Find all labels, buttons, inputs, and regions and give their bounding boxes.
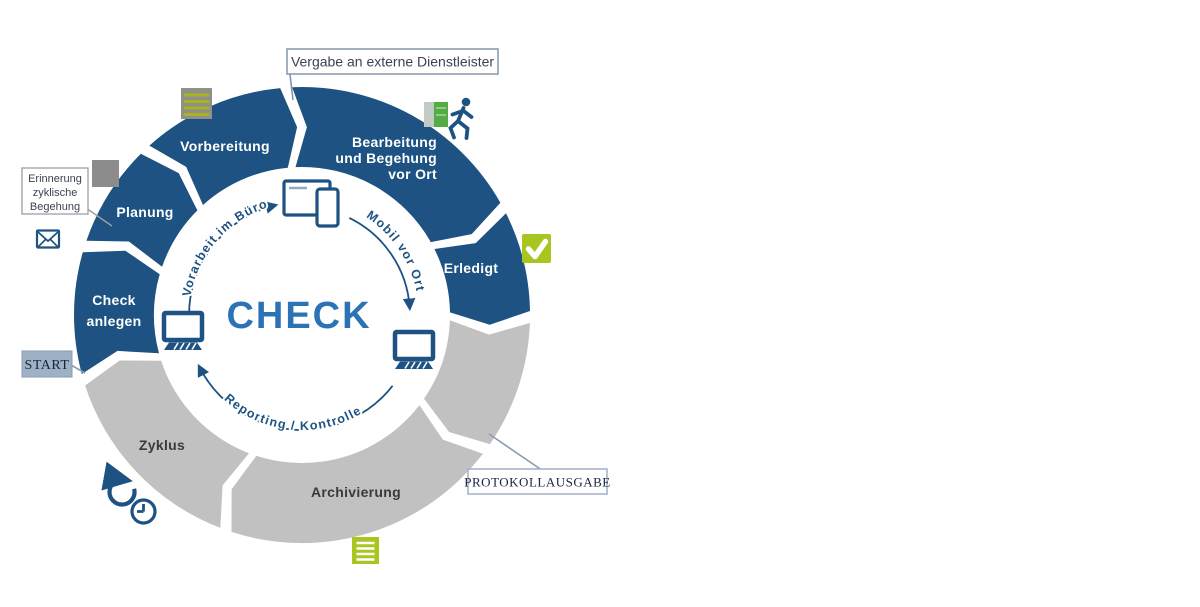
- erinnerung-line1: Erinnerung: [28, 173, 82, 185]
- tablet-phone-icon: [282, 179, 340, 228]
- label-erledigt: Erledigt: [444, 260, 499, 276]
- inner-flow: [188, 201, 416, 431]
- label-check-anlegen-line2: anlegen: [86, 313, 141, 329]
- planung-square-icon: [92, 160, 119, 187]
- reporting-label: Reporting / Kontrolle: [222, 391, 364, 433]
- refresh-icon: [101, 461, 137, 507]
- segment-planung: [86, 153, 198, 267]
- callout-start: START: [21, 350, 86, 378]
- erinnerung-connector: [85, 207, 113, 227]
- walking-person-icon: [448, 97, 474, 140]
- label-vorbereitung: Vorbereitung: [180, 138, 270, 154]
- process-ring: [74, 86, 530, 544]
- erinnerung-line3: Begehung: [30, 201, 80, 213]
- label-bearbeitung-line1: Bearbeitung: [352, 134, 437, 150]
- callout-vergabe: Vergabe an externe Dienstleister: [286, 48, 499, 101]
- vergabe-connector: [289, 74, 294, 101]
- segment-archivierung: [231, 405, 483, 544]
- document-icon: [352, 537, 379, 564]
- center-title: CHECK: [226, 295, 371, 337]
- label-archivierung: Archivierung: [311, 484, 401, 500]
- office-monitor-icon: [164, 313, 202, 350]
- clock-icon: [130, 498, 157, 525]
- protokoll-connector: [488, 433, 542, 471]
- label-planung: Planung: [116, 204, 173, 220]
- segment-bearbeitung: [292, 86, 501, 243]
- segment-erledigt: [434, 213, 530, 325]
- protokoll-label: PROTOKOLLAUSGABE: [464, 475, 610, 490]
- app-square-icon: [424, 102, 448, 127]
- check-square-icon: [522, 234, 551, 263]
- start-label: START: [25, 358, 70, 373]
- vorarbeit-arrow: [188, 201, 279, 319]
- mail-icon: [35, 229, 61, 249]
- label-zyklus: Zyklus: [139, 437, 185, 453]
- callout-protokoll: PROTOKOLLAUSGABE: [464, 433, 610, 495]
- reporting-arrow: [197, 363, 394, 431]
- label-check-anlegen-line1: Check: [92, 292, 136, 308]
- vergabe-label: Vergabe an externe Dienstleister: [291, 54, 494, 70]
- notes-icon: [181, 88, 212, 119]
- start-connector: [70, 364, 86, 374]
- mobile-monitor-icon: [395, 332, 433, 369]
- segment-zyklus: [85, 360, 249, 528]
- label-bearbeitung-line3: vor Ort: [388, 166, 437, 182]
- mobil-arrow: [348, 217, 416, 312]
- callout-erinnerung: Erinnerung zyklische Begehung: [21, 167, 113, 227]
- segment-check-anlegen: [74, 250, 160, 374]
- segment-vorbereitung: [149, 88, 298, 205]
- label-bearbeitung-line2: und Begehung: [335, 150, 437, 166]
- segment-labels: Bearbeitung und Begehung vor Ort Erledig…: [86, 134, 499, 500]
- erinnerung-line2: zyklische: [33, 187, 78, 199]
- segment-protokoll: [424, 320, 530, 445]
